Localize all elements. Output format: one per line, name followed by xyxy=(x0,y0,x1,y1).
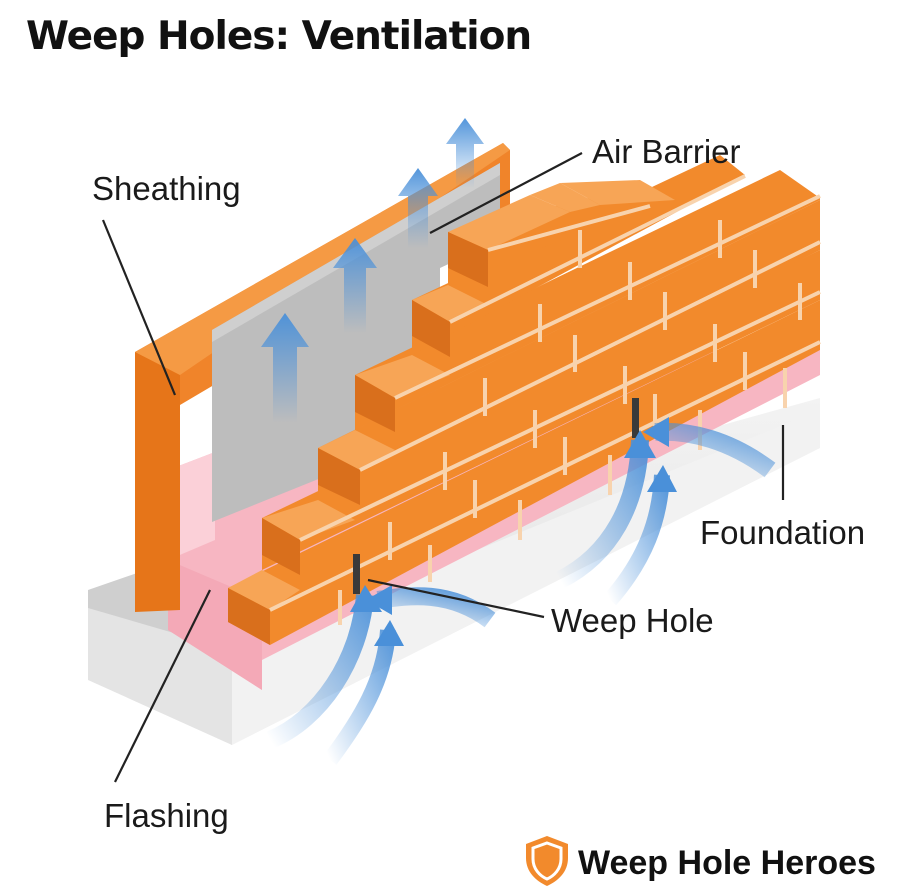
label-air-barrier: Air Barrier xyxy=(592,133,741,170)
label-weep-hole: Weep Hole xyxy=(551,602,714,639)
brand-name: Weep Hole Heroes xyxy=(578,843,876,882)
airflow-up-arrows xyxy=(261,118,484,423)
leader-sheathing xyxy=(101,219,177,396)
weep-holes xyxy=(353,398,639,594)
brand-logo: Weep Hole Heroes xyxy=(526,838,876,888)
label-flashing: Flashing xyxy=(104,797,229,834)
brick-wall xyxy=(228,155,821,645)
leader-weep-hole xyxy=(367,578,545,619)
leader-flashing xyxy=(114,589,211,783)
weep-hole-left xyxy=(353,554,360,594)
weep-hole-right xyxy=(632,398,639,438)
shield-icon xyxy=(526,836,568,886)
label-sheathing: Sheathing xyxy=(92,170,241,207)
label-foundation: Foundation xyxy=(700,514,866,551)
page-title: Weep Holes: Ventilation xyxy=(26,14,532,59)
leader-air-barrier xyxy=(429,152,583,234)
leader-lines xyxy=(101,152,785,783)
airflow-in-arrows xyxy=(266,417,776,765)
